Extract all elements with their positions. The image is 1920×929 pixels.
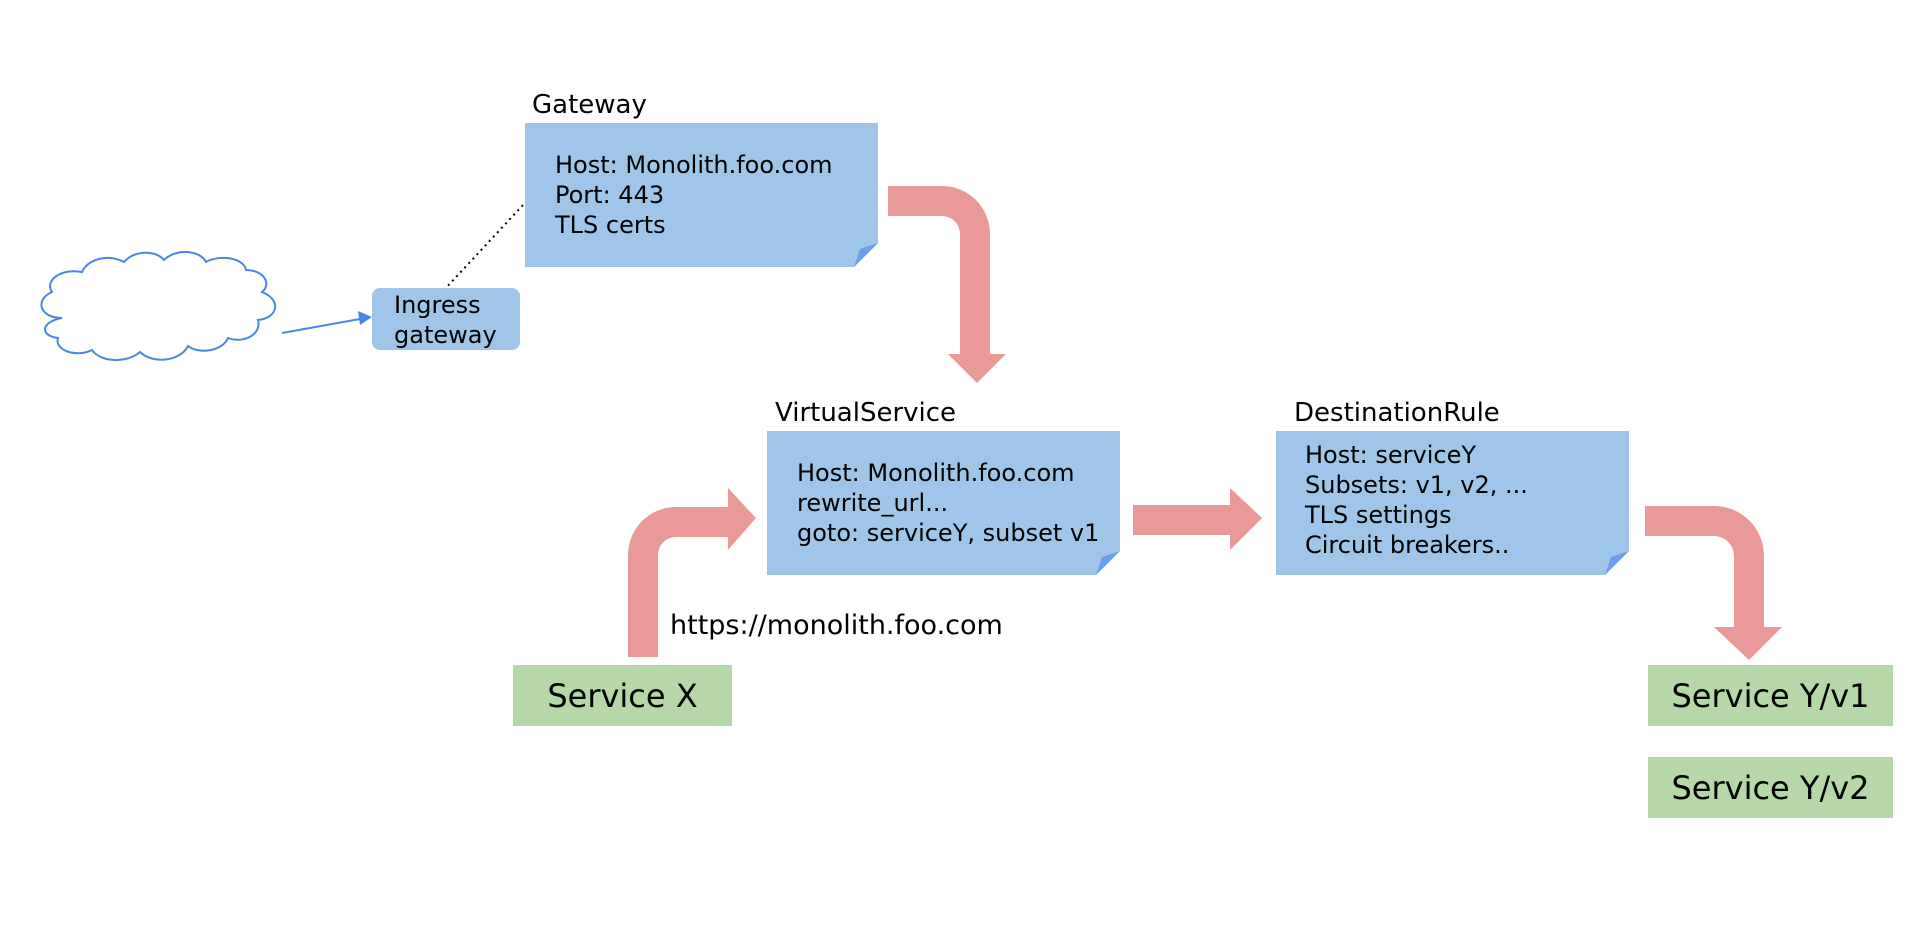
- gateway-title: Gateway: [532, 90, 647, 120]
- destinationrule-host: Host: serviceY: [1305, 441, 1476, 469]
- service-y-v2-box: Service Y/v2: [1648, 757, 1893, 818]
- service-x-box: Service X: [513, 665, 732, 726]
- virtualservice-lines: Host: Monolith.foo.com rewrite_url... go…: [797, 458, 1099, 548]
- virtualservice-rewrite: rewrite_url...: [797, 489, 949, 517]
- gateway-note: Host: Monolith.foo.com Port: 443 TLS cer…: [525, 123, 878, 267]
- destinationrule-lines: Host: serviceY Subsets: v1, v2, ... TLS …: [1305, 440, 1528, 560]
- destinationrule-subsets: Subsets: v1, v2, ...: [1305, 471, 1528, 499]
- virtualservice-note: Host: Monolith.foo.com rewrite_url... go…: [767, 431, 1120, 575]
- destinationrule-circuit-breakers: Circuit breakers..: [1305, 531, 1510, 559]
- page-fold-icon: [1096, 551, 1120, 575]
- gateway-lines: Host: Monolith.foo.com Port: 443 TLS cer…: [555, 150, 833, 240]
- gateway-host: Host: Monolith.foo.com: [555, 151, 833, 179]
- gateway-to-virtualservice-arrow: [888, 186, 1006, 383]
- virtualservice-goto: goto: serviceY, subset v1: [797, 519, 1100, 547]
- gateway-port: Port: 443: [555, 181, 665, 209]
- destinationrule-note: Host: serviceY Subsets: v1, v2, ... TLS …: [1276, 431, 1629, 575]
- virtualservice-title: VirtualService: [775, 398, 957, 428]
- destinationrule-to-servicey-arrow: [1645, 506, 1782, 660]
- ingress-gateway-box: Ingress gateway: [372, 288, 520, 350]
- service-y-v1-box: Service Y/v1: [1648, 665, 1893, 726]
- servicex-to-virtualservice-arrow: [628, 488, 756, 657]
- ingress-gateway-dotted-link: [443, 189, 538, 291]
- virtualservice-to-destinationrule-arrow: [1133, 488, 1262, 550]
- gateway-tls: TLS certs: [555, 211, 666, 239]
- request-url-label: https://monolith.foo.com: [670, 610, 1003, 641]
- destinationrule-tls: TLS settings: [1305, 501, 1452, 529]
- cloud-to-ingress-arrow: [281, 311, 372, 334]
- page-fold-icon: [854, 243, 878, 267]
- ingress-line-1: Ingress: [394, 291, 481, 319]
- cloud-icon: [40, 251, 276, 361]
- destinationrule-title: DestinationRule: [1294, 398, 1500, 428]
- page-fold-icon: [1605, 551, 1629, 575]
- ingress-line-2: gateway: [394, 321, 497, 349]
- virtualservice-host: Host: Monolith.foo.com: [797, 459, 1075, 487]
